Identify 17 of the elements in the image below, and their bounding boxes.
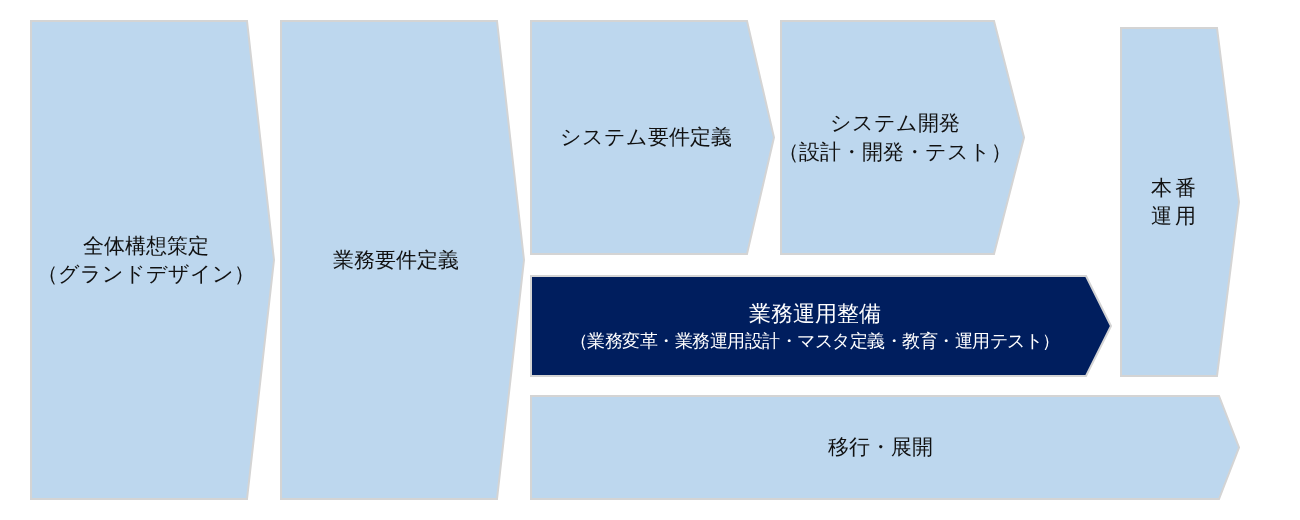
process-box [1120,27,1240,377]
process-box [780,20,1025,255]
stage-detail: （業務変革・業務運用設計・マスタ定義・教育・運用テスト） [569,328,1060,353]
stage-label: システム開発 [830,110,960,138]
stage-detail: （設計・開発・テスト） [778,138,1012,166]
stage-label: 業務運用整備 [748,300,881,328]
process-box [30,20,275,500]
stage-label: 本番運用 [1149,174,1200,230]
process-box [530,395,1240,500]
stage-label: 業務要件定義 [332,246,459,274]
process-box [530,20,775,255]
stage-label: 移行・展開 [827,434,933,462]
process-box [530,275,1112,377]
process-box [280,20,525,500]
stage-detail: （グランドデザイン） [36,261,255,288]
stage-label: システム要件定義 [559,124,732,152]
stage-label: 全体構想策定 [82,232,209,260]
